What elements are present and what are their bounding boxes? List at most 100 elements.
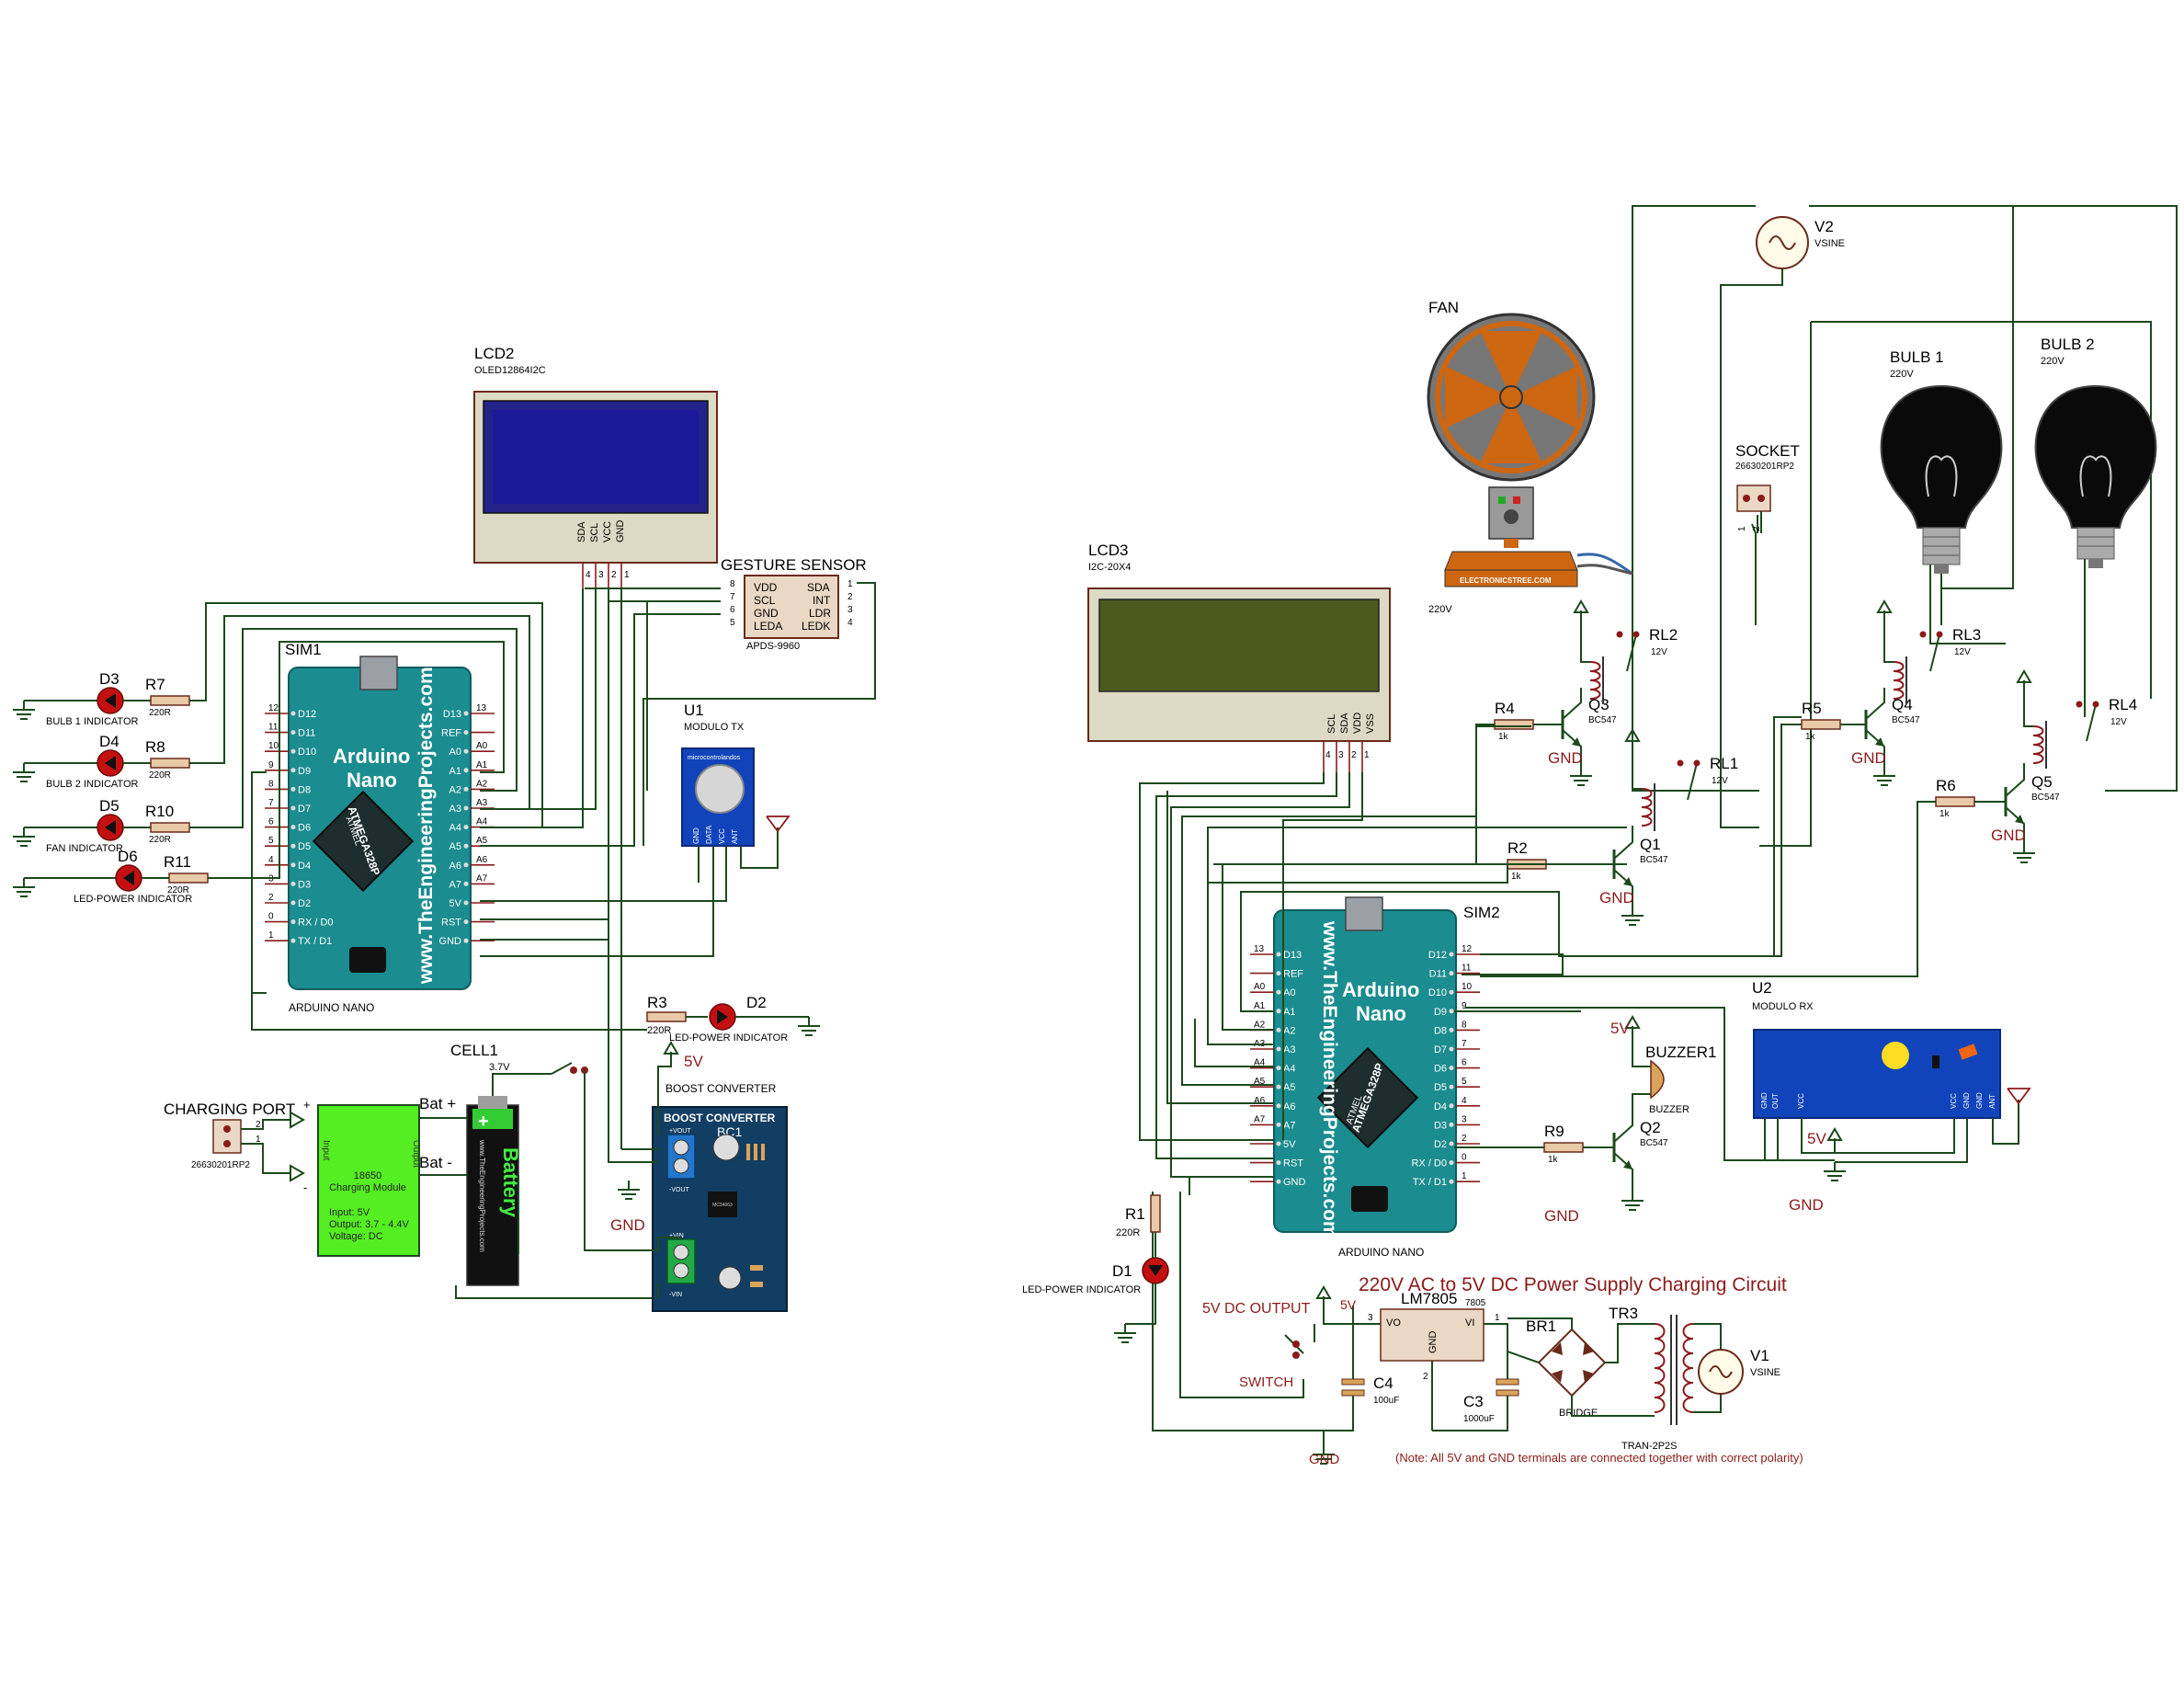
lm7805-vo: VO [1386, 1317, 1401, 1329]
sim2-part: ARDUINO NANO [1338, 1246, 1424, 1259]
relay-coil-icon [1641, 788, 1653, 827]
transistor-collector [1865, 688, 1885, 720]
sim1-right-pins: D1313REFA0A0A1A1A2A2A3A3A4A4A5A5A6A6A7A7… [439, 703, 495, 947]
sim2-left-pin-dot [1276, 1160, 1281, 1166]
sim2-left-pin-label: A6 [1283, 1101, 1295, 1112]
q2-emitter [1613, 1152, 1633, 1192]
sim2-right-pins: D1212D1111D1010D99D88D77D66D55D44D33D22R… [1411, 944, 1480, 1188]
sim2-right-pin-dot [1449, 971, 1454, 976]
u2-pin-7: GND [1975, 1092, 1984, 1109]
transistor-ref: Q1 [1640, 836, 1661, 853]
fan-ref: FAN [1428, 299, 1459, 316]
transistor-part: BC547 [1588, 715, 1617, 725]
lm7805-n2: 2 [1423, 1372, 1428, 1382]
vcc-icon [2017, 670, 2031, 696]
sim2-right-pin-dot [1449, 1066, 1454, 1071]
r1-ref: R1 [1125, 1205, 1145, 1223]
coil-supply-wire [2023, 695, 2033, 727]
battery-cell1: CELL1 3.7V + Battery www.TheEngineeringP… [450, 1042, 588, 1286]
sim1-left-pin-num: 9 [268, 760, 274, 770]
svg-text:+: + [478, 1112, 489, 1132]
sim2-right-pin-label: D11 [1429, 969, 1447, 980]
sim2-right-pin-dot [1449, 1122, 1454, 1127]
gesture-pin-int: INT [813, 594, 831, 607]
lcd2-part: OLED12864I2C [474, 365, 546, 376]
lcd2-num-3: 3 [598, 570, 604, 580]
sim1-title-l1: Arduino [333, 745, 410, 768]
resistor-val: 1k [1511, 872, 1522, 882]
relay-contact [1616, 631, 1623, 638]
sim2-left-pin-label: A1 [1283, 1007, 1295, 1018]
charger-input: Input: 5V [329, 1207, 370, 1218]
sim2-left-pin-label: GND [1283, 1177, 1306, 1188]
sim1-right-pin-dot [463, 711, 469, 716]
transistor-collector [1613, 827, 1633, 860]
sim2-right-pin-label: D6 [1434, 1064, 1447, 1075]
resistor-icon [1543, 1142, 1584, 1153]
sim1-left-pin-num: 5 [268, 836, 274, 846]
lm7805-part: 7805 [1465, 1298, 1486, 1308]
sim2-right-pin-label: D8 [1434, 1025, 1447, 1036]
socket-ref: SOCKET [1735, 442, 1800, 460]
lcd2-pin-sda: SDA [576, 521, 587, 542]
transistor-arrow-icon [1572, 737, 1581, 747]
led-ref: D5 [99, 797, 119, 815]
led-label: BULB 1 INDICATOR [46, 716, 139, 727]
sim1-left-pin-label: D12 [298, 709, 316, 720]
left-wires [251, 582, 876, 1298]
cell1-val: 3.7V [489, 1062, 510, 1073]
boost-label: BOOST CONVERTER [665, 1082, 777, 1095]
sim1-right-pin-label: GND [439, 936, 462, 947]
led-resistor-val: 220R [149, 835, 171, 845]
led-diode-icon [105, 820, 116, 835]
power-socket[interactable]: SOCKET 26630201RP2 1 2 [1735, 442, 1800, 533]
sim1-right-pin-label: A5 [449, 841, 461, 852]
transistor-collector [1562, 688, 1582, 720]
sim1-right-pin-num: A6 [476, 855, 488, 865]
sim2-left-pin-dot [1276, 971, 1281, 976]
vcc-icon [1877, 600, 1892, 626]
resistor-icon [150, 695, 190, 706]
sim1-left-pin-label: D6 [298, 823, 311, 834]
ground-icon [1569, 766, 1593, 786]
buzzer-circuit: 5V BUZZER1 BUZZER [1610, 1016, 1716, 1123]
lm7805-gnd: GND [1428, 1331, 1439, 1354]
charger-voltage: Voltage: DC [329, 1231, 383, 1242]
charger-bat-plus: Bat + [419, 1095, 456, 1112]
sim2-left-pin-num: A4 [1254, 1058, 1266, 1068]
sim2-right-pin-num: 5 [1462, 1077, 1467, 1087]
right-circuit: V2 VSINE FAN ELECTRONICSTREE.COM 220V [1022, 205, 2178, 1467]
battery-switch-icon[interactable] [551, 1062, 573, 1075]
sim2-left-pin-label: A7 [1283, 1120, 1295, 1131]
sim2-left-pin-dot [1276, 1046, 1281, 1052]
q2-gnd-label: GND [1544, 1207, 1579, 1225]
ac-source-v1: V1 VSINE [1698, 1347, 1780, 1395]
bulb2-ref: BULB 2 [2041, 336, 2095, 353]
charging-port[interactable]: CHARGING PORT 2 1 26630201RP2 + - [164, 1098, 311, 1194]
sim1-left-pin-dot [290, 843, 296, 849]
led-ref: D3 [99, 670, 119, 688]
coil-supply-wire [1632, 754, 1642, 790]
gesture-sensor: GESTURE SENSOR VDD SCL GND LEDA SDA INT … [721, 556, 867, 652]
ctrl-wire [1462, 953, 1564, 975]
relay-ref: RL1 [1710, 755, 1738, 772]
lcd2-pin-gnd: GND [615, 520, 626, 543]
v1-sine-icon [1709, 1365, 1733, 1378]
resistor-val: 1k [1498, 732, 1509, 742]
relay-volt: 12V [2110, 717, 2127, 727]
led-diode-icon [105, 756, 116, 770]
sim1-right-pin-dot [463, 843, 469, 849]
gesture-pin-vdd: VDD [754, 581, 778, 594]
boost-vin-p: +VIN [669, 1233, 684, 1239]
led-ref: D6 [118, 848, 138, 865]
u1-pin-data: DATA [705, 825, 713, 844]
lcd3-pin-vdd: VDD [1352, 713, 1363, 734]
relay-switch-icon [1687, 762, 1698, 801]
relay-volt: 12V [1712, 776, 1728, 786]
relay-drivers: R41kQ3BC547GNDRL212VR21kQ1BC547GNDRL112V… [1208, 600, 2137, 1225]
c4-ref: C4 [1373, 1374, 1393, 1392]
sim2-left-pin-num: A2 [1254, 1020, 1266, 1030]
sim1-right-pin-dot [463, 900, 469, 906]
sim2-site: www.TheEngineeringProjects.com [1319, 920, 1340, 1238]
